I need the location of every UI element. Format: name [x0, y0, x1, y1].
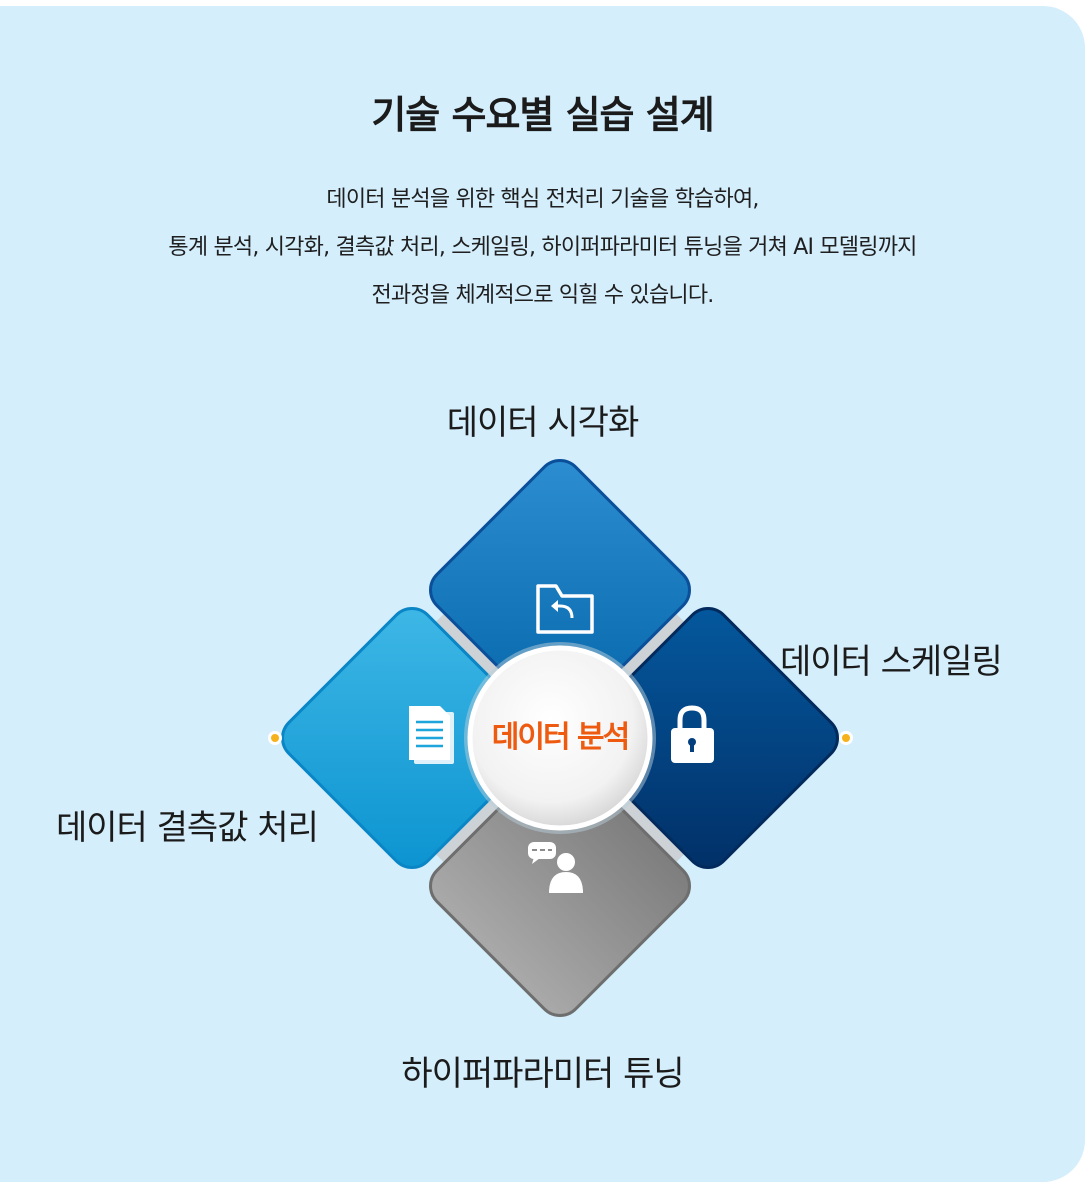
- description-line-2: 통계 분석, 시각화, 결측값 처리, 스케일링, 하이퍼파라미터 튜닝을 거쳐…: [168, 235, 917, 260]
- person-chat-icon: [528, 842, 583, 893]
- lock-icon: [671, 705, 714, 763]
- description: 데이터 분석을 위한 핵심 전처리 기술을 학습하여, 통계 분석, 시각화, …: [0, 176, 1085, 320]
- page-title: 기술 수요별 실습 설계: [371, 93, 714, 137]
- center-label: 데이터 분석: [491, 720, 630, 755]
- label-top: 데이터 시각화: [446, 403, 640, 443]
- label-bottom: 하이퍼파라미터 튜닝: [401, 1054, 684, 1094]
- center-circle: [467, 645, 653, 831]
- left-dot-core: [271, 734, 279, 742]
- label-left: 데이터 결측값 처리: [56, 808, 319, 848]
- description-line-3: 전과정을 체계적으로 익힐 수 있습니다.: [371, 283, 714, 308]
- document-icon: [409, 706, 454, 764]
- folder-return-icon: [536, 584, 594, 634]
- right-dot-core: [842, 734, 850, 742]
- description-line-1: 데이터 분석을 위한 핵심 전처리 기술을 학습하여,: [326, 187, 759, 212]
- label-right: 데이터 스케일링: [780, 642, 1003, 682]
